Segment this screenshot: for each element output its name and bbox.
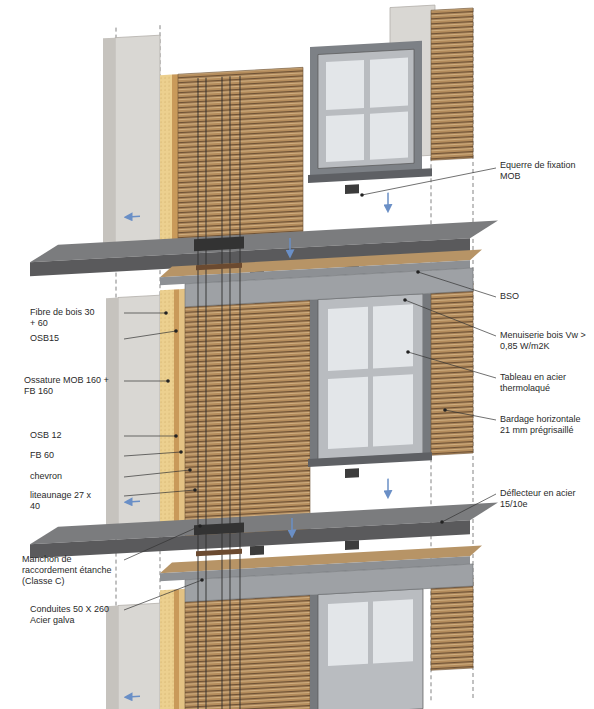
callout-label: Equerre de fixation MOB xyxy=(500,160,588,182)
callout-label: Fibre de bois 30 + 60 xyxy=(30,307,96,329)
callout-label: Conduites 50 X 260 Acier galva xyxy=(30,604,110,626)
callout-label: Manchon de raccordement étanche (Classe … xyxy=(22,554,120,587)
callout-label: chevron xyxy=(30,471,120,482)
callout-label: liteaunage 27 x 40 xyxy=(30,490,100,512)
callout-label: Déflecteur en acier 15/10e xyxy=(500,488,588,510)
callout-label: Ossature MOB 160 + FB 160 xyxy=(24,375,120,397)
callout-label: OSB 12 xyxy=(30,430,120,441)
callout-label: Tableau en acier thermolaqué xyxy=(500,372,588,394)
callout-label: FB 60 xyxy=(30,450,120,461)
callout-label: Bardage horizontale 21 mm prégrisaillé xyxy=(500,414,588,436)
callout-label: Menuiserie bois Vw > 0,85 W/m2K xyxy=(500,330,588,352)
callout-label: OSB15 xyxy=(30,333,120,344)
callout-label: BSO xyxy=(500,291,588,302)
